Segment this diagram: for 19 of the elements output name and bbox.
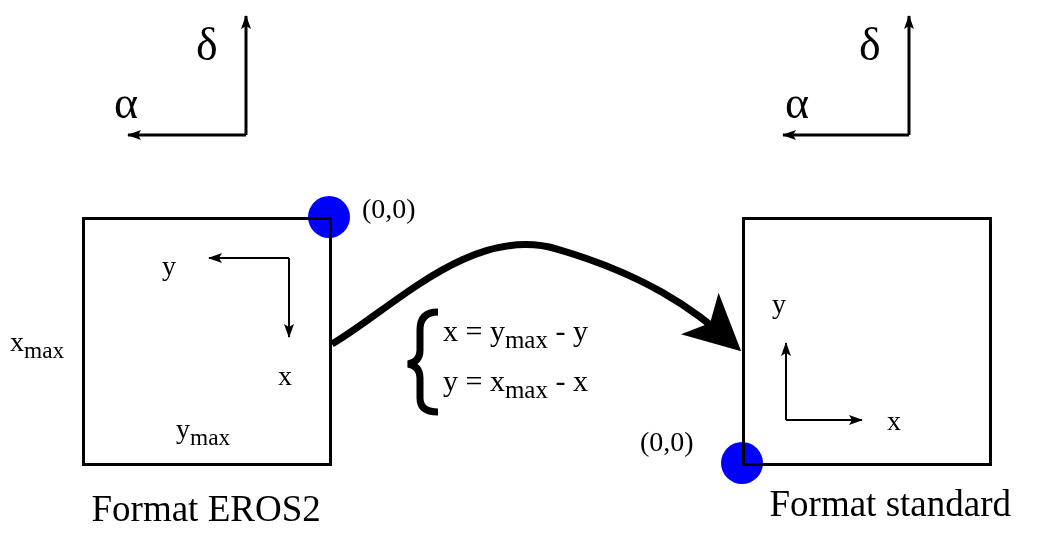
axis-label: δ [859,22,881,68]
node-label: Format standard [769,485,1011,522]
node-label: Format EROS2 [91,490,321,527]
frame-box [742,217,992,466]
axis-label: α [114,80,139,126]
label: x [278,362,292,390]
label: y$_{max}$ [176,415,231,449]
label: x$_{max}$ [10,328,65,362]
equation: y = x$_{max}$ - x [443,366,588,402]
axis-label: α [785,80,810,126]
frame-box [82,217,332,466]
label: (0,0) [362,195,416,223]
axis-label: δ [196,22,218,68]
label: y [162,252,176,280]
label: y [772,290,786,318]
curved-arrow [330,241,742,352]
label: x [887,407,901,435]
label: (0,0) [640,428,694,456]
equation: x = y$_{max}$ - y [443,316,588,352]
